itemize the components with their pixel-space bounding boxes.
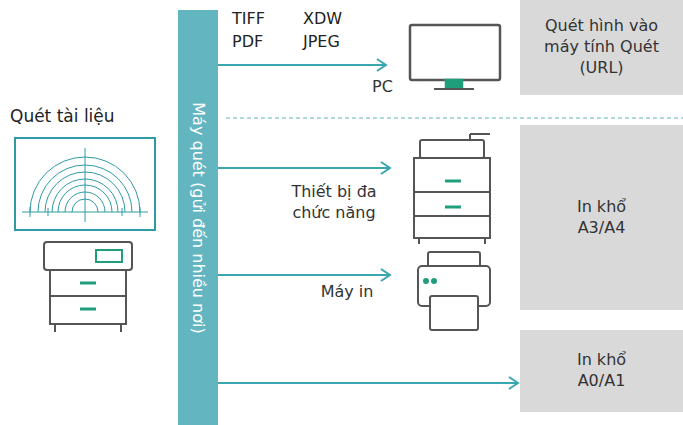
print-a3a4-box: In khổ A3/A4 [520,125,683,310]
device-label: Máy in [312,282,382,303]
divider-line [226,117,683,118]
box-text: In khổ A0/A1 [560,350,644,392]
format-label: XDW [303,9,342,28]
document-illustration [15,138,155,230]
pc-node: PC [388,15,506,100]
printer-icon [418,252,490,330]
arrow-connector [218,269,390,281]
mfp-icon [414,134,490,244]
format-label: TIFF [232,9,265,28]
device-label: PC [372,77,393,98]
arrow-connector [218,162,390,174]
scan-to-pc-box: Quét hình vào máy tính Quét (URL) [520,0,683,95]
scanner-icon [44,242,132,332]
arrow-connector [218,59,386,71]
box-text: In khổ A3/A4 [560,197,644,239]
printer-node: Máy in [392,248,494,334]
format-label: JPEG [303,32,340,51]
monitor-icon [410,25,500,89]
scanner-band: Máy quét (gửi đến nhiều nơi) [178,10,218,425]
device-label: Thiết bị đa chức năng [280,182,388,224]
format-label: PDF [232,32,263,51]
mfp-node: Thiết bị đa chức năng [392,132,494,247]
section-label: Quét tài liệu [10,106,115,126]
band-title: Máy quét (gửi đến nhiều nơi) [188,102,209,333]
box-text: Quét hình vào máy tính Quét (URL) [540,16,664,78]
print-a0a1-box: In khổ A0/A1 [520,330,683,412]
arrow-connector [218,377,518,389]
